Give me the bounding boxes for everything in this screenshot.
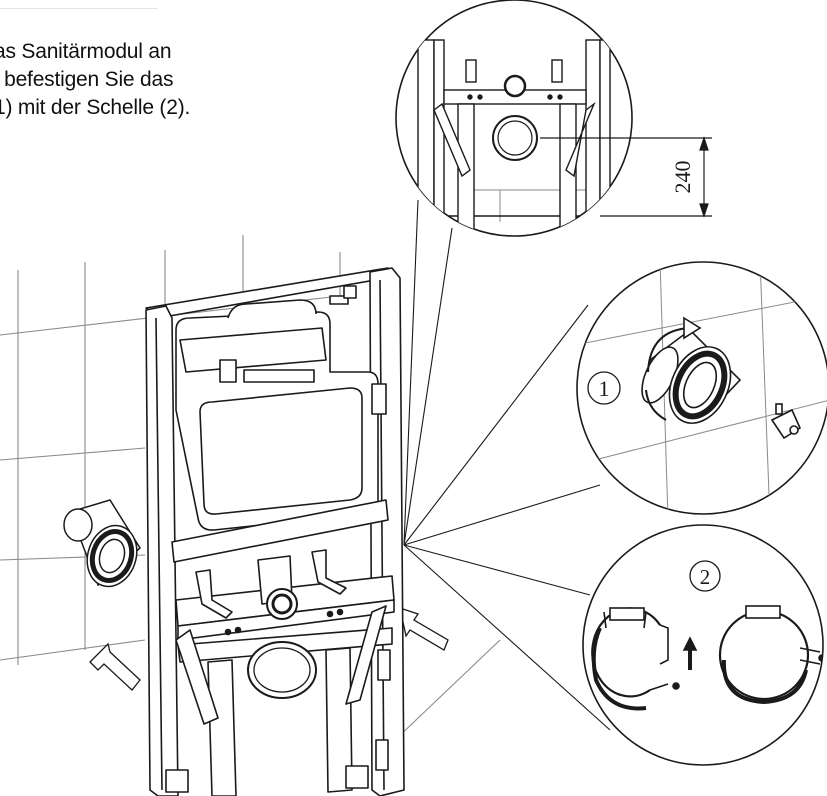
callout-1-ring	[587, 371, 621, 405]
instruction-line-3: 1) mit der Schelle (2).	[0, 96, 191, 119]
detail-top-circle: 240	[395, 0, 712, 237]
dimension-240	[540, 136, 712, 218]
floor-arrow-left	[89, 642, 141, 691]
callout-1-label: 1	[599, 376, 610, 401]
top-rule	[0, 8, 158, 9]
instruction-text: as Sanitärmodul an l befestigen Sie das …	[0, 38, 190, 122]
callout-2-label: 2	[700, 565, 711, 589]
sanitary-module-frame	[145, 267, 405, 796]
dimension-label: 240	[670, 161, 695, 194]
callout-2-ring	[689, 560, 721, 592]
instruction-line-1: as Sanitärmodul an	[0, 40, 172, 63]
floor-arrow-right	[399, 607, 449, 651]
wall-pipe-stub	[63, 499, 141, 588]
detail-rotation-circle: 1	[576, 261, 827, 515]
callout-leaders	[403, 199, 611, 731]
detail-clamp-circle: 2	[582, 524, 824, 766]
instruction-line-2: l befestigen Sie das	[0, 68, 174, 91]
